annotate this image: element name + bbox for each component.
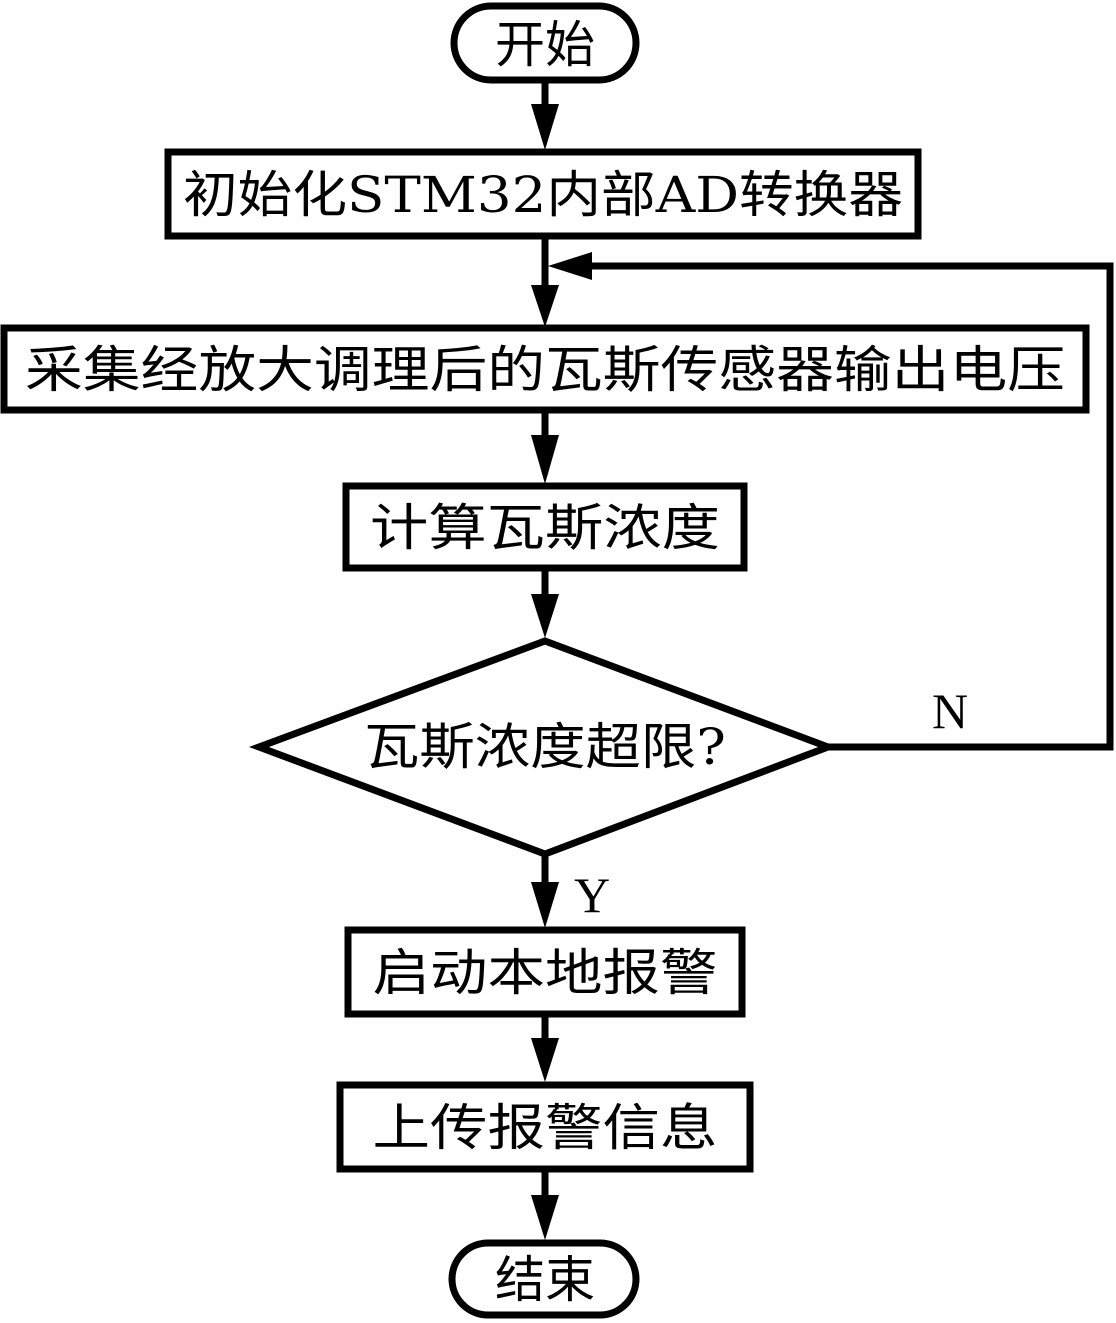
start-node: 开始 <box>450 2 640 84</box>
alarm-label: 启动本地报警 <box>373 944 718 1002</box>
sample-process-box: 采集经放大调理后的瓦斯传感器输出电压 <box>0 324 1090 414</box>
end-node: 结束 <box>448 1239 640 1319</box>
branch-yes-label: Y <box>574 867 610 923</box>
alarm-process-box: 启动本地报警 <box>344 926 746 1018</box>
arrow-upload-to-end <box>531 1169 559 1240</box>
end-label: 结束 <box>495 1251 595 1309</box>
calc-label: 计算瓦斯浓度 <box>370 499 720 557</box>
calc-process-box: 计算瓦斯浓度 <box>342 482 748 572</box>
arrow-alarm-to-upload <box>531 1014 559 1082</box>
init-process-box: 初始化STM32内部AD转换器 <box>164 148 922 240</box>
branch-no-label: N <box>932 683 968 739</box>
arrow-sample-to-calc <box>531 410 559 484</box>
arrow-yes <box>531 854 559 928</box>
upload-process-box: 上传报警信息 <box>336 1081 754 1173</box>
arrow-init-to-sample <box>531 236 559 327</box>
decision-diamond: 瓦斯浓度超限? <box>248 637 838 858</box>
arrow-start-to-init <box>531 80 559 150</box>
init-label: 初始化STM32内部AD转换器 <box>183 166 903 224</box>
sample-label: 采集经放大调理后的瓦斯传感器输出电压 <box>25 341 1065 399</box>
arrow-calc-to-decision <box>531 568 559 638</box>
decision-label: 瓦斯浓度超限? <box>364 718 726 776</box>
start-label: 开始 <box>495 16 595 74</box>
upload-label: 上传报警信息 <box>373 1099 718 1157</box>
arrow-no-loop <box>548 252 1114 751</box>
